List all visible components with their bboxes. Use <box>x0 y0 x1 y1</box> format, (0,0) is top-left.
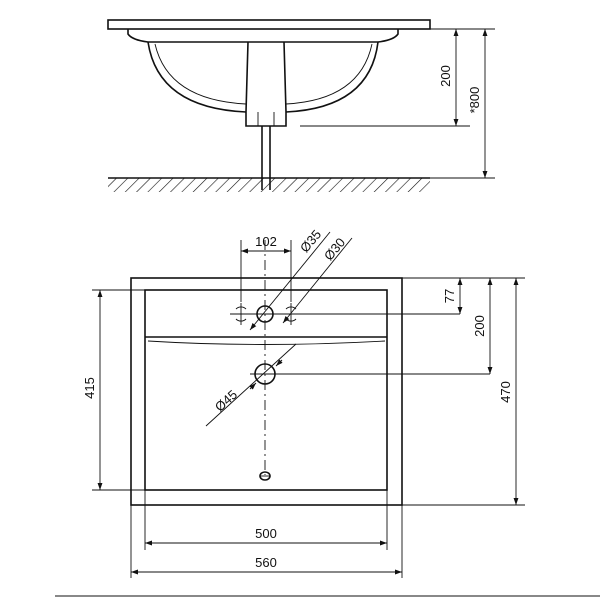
dim-label-tap-spacing: 102 <box>255 234 277 249</box>
dim-label-bowl-width: 500 <box>255 526 277 541</box>
tap-hole <box>256 305 274 323</box>
dim-label-overall-width: 560 <box>255 555 277 570</box>
drain-hole <box>254 363 276 385</box>
leader-drain-hole <box>205 343 297 427</box>
basin-rim <box>127 29 399 43</box>
overflow <box>259 471 271 481</box>
countertop-slab <box>107 19 431 30</box>
dim-label-tap-hole: Ø35 <box>297 227 324 255</box>
bowl-outline <box>144 289 388 491</box>
dim-label-overall-depth: 470 <box>498 381 513 403</box>
side-view: 200 *800 <box>107 19 495 192</box>
leader-side-hole <box>282 237 353 324</box>
dim-label-bowl-depth: 415 <box>82 377 97 399</box>
dim-label-tap-offset: 77 <box>442 289 457 303</box>
top-view: 102 Ø35 Ø30 Ø45 77 200 470 415 <box>82 227 525 578</box>
dim-label-side-height: 200 <box>438 65 453 87</box>
basin-bowl-outer <box>147 41 247 113</box>
floor-hatch <box>108 178 430 192</box>
dim-label-side-hole: Ø30 <box>321 235 348 263</box>
leader-tap-hole <box>249 231 331 331</box>
waste-column <box>245 41 287 127</box>
counter-outline <box>130 277 403 506</box>
basin-bowl-inner <box>154 43 247 105</box>
dim-label-drain-offset: 200 <box>472 315 487 337</box>
dim-label-drain-hole: Ø45 <box>212 387 240 415</box>
dim-label-floor-height: *800 <box>467 87 482 114</box>
side-hole-left <box>231 303 251 325</box>
